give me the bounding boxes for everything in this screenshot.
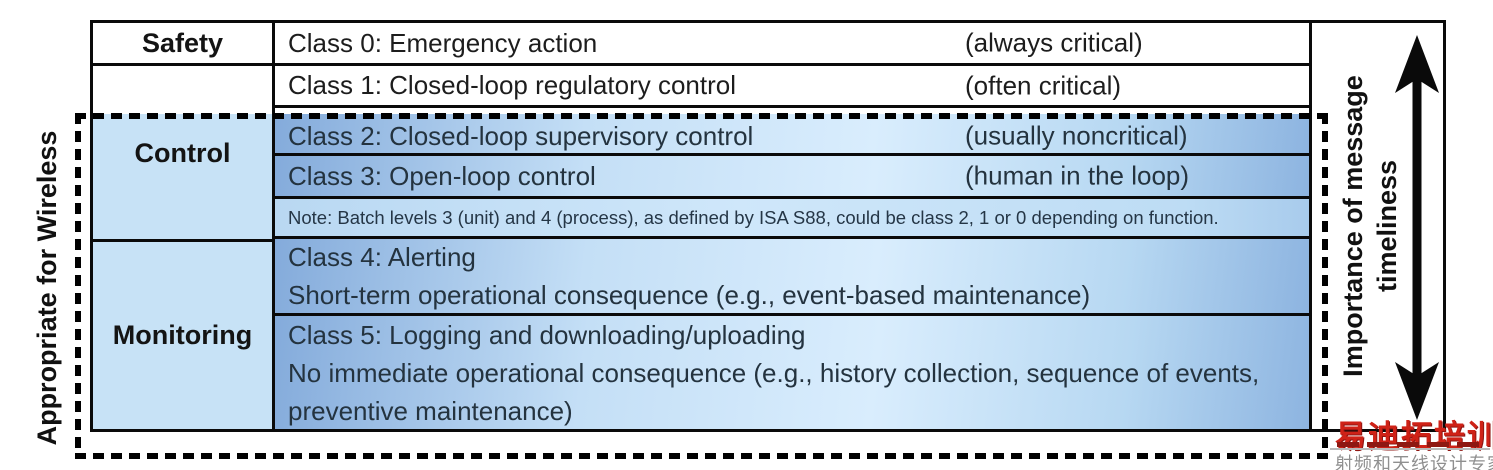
class-2-annotation: (usually noncritical) — [965, 120, 1188, 150]
watermark-logo-strip — [1337, 442, 1482, 447]
category-label-monitoring: Monitoring — [112, 320, 253, 350]
class-1-label: Class 1: Closed-loop regulatory control — [288, 70, 736, 100]
class-4-label: Class 4: Alerting — [288, 242, 476, 272]
class-3-annotation: (human in the loop) — [965, 160, 1190, 191]
note-text: Note: Batch levels 3 (unit) and 4 (proce… — [288, 206, 1219, 228]
row-class-5: Class 5: Logging and downloading/uploadi… — [272, 313, 1312, 432]
wireless-boundary-right-dashed — [1322, 113, 1328, 459]
row-class-0: Class 0: Emergency action (always critic… — [272, 20, 1312, 66]
appropriate-for-wireless-label: Appropriate for Wireless — [32, 130, 62, 446]
class-1-annotation: (often critical) — [965, 70, 1122, 100]
class-5-label: Class 5: Logging and downloading/uploadi… — [288, 319, 806, 350]
class-0-annotation: (always critical) — [965, 27, 1143, 58]
watermark-divider-line — [1330, 448, 1490, 450]
category-cell-safety: Safety — [90, 20, 275, 66]
class-5-description: No immediate operational consequence (e.… — [288, 357, 1260, 426]
double-arrow-icon — [1395, 35, 1439, 420]
row-class-3: Class 3: Open-loop control (human in the… — [272, 153, 1312, 199]
class-0-label: Class 0: Emergency action — [288, 27, 598, 58]
category-cell-empty — [90, 63, 275, 114]
category-label-safety: Safety — [141, 27, 224, 58]
wireless-boundary-top-dashed — [75, 113, 1328, 119]
timeliness-label-line-1: Importance of message — [1338, 75, 1368, 377]
row-class-4: Class 4: Alerting Short-term operational… — [272, 236, 1312, 316]
class-3-label: Class 3: Open-loop control — [288, 160, 596, 191]
row-class-1: Class 1: Closed-loop regulatory control … — [272, 63, 1312, 108]
watermark-subtitle-text: 射频和天线设计专家 — [1335, 454, 1493, 470]
category-label-control: Control — [134, 138, 231, 168]
class-2-label: Class 2: Closed-loop supervisory control — [288, 120, 754, 151]
wireless-boundary-left-dashed — [75, 113, 81, 459]
class-4-description: Short-term operational consequence (e.g.… — [288, 280, 1091, 310]
category-cell-monitoring: Monitoring — [90, 239, 275, 432]
category-cell-control: Control — [90, 114, 275, 242]
row-note: Note: Batch levels 3 (unit) and 4 (proce… — [272, 196, 1312, 239]
row-class-2: Class 2: Closed-loop supervisory control… — [272, 114, 1312, 156]
wireless-boundary-bottom-dashed — [75, 453, 1328, 459]
